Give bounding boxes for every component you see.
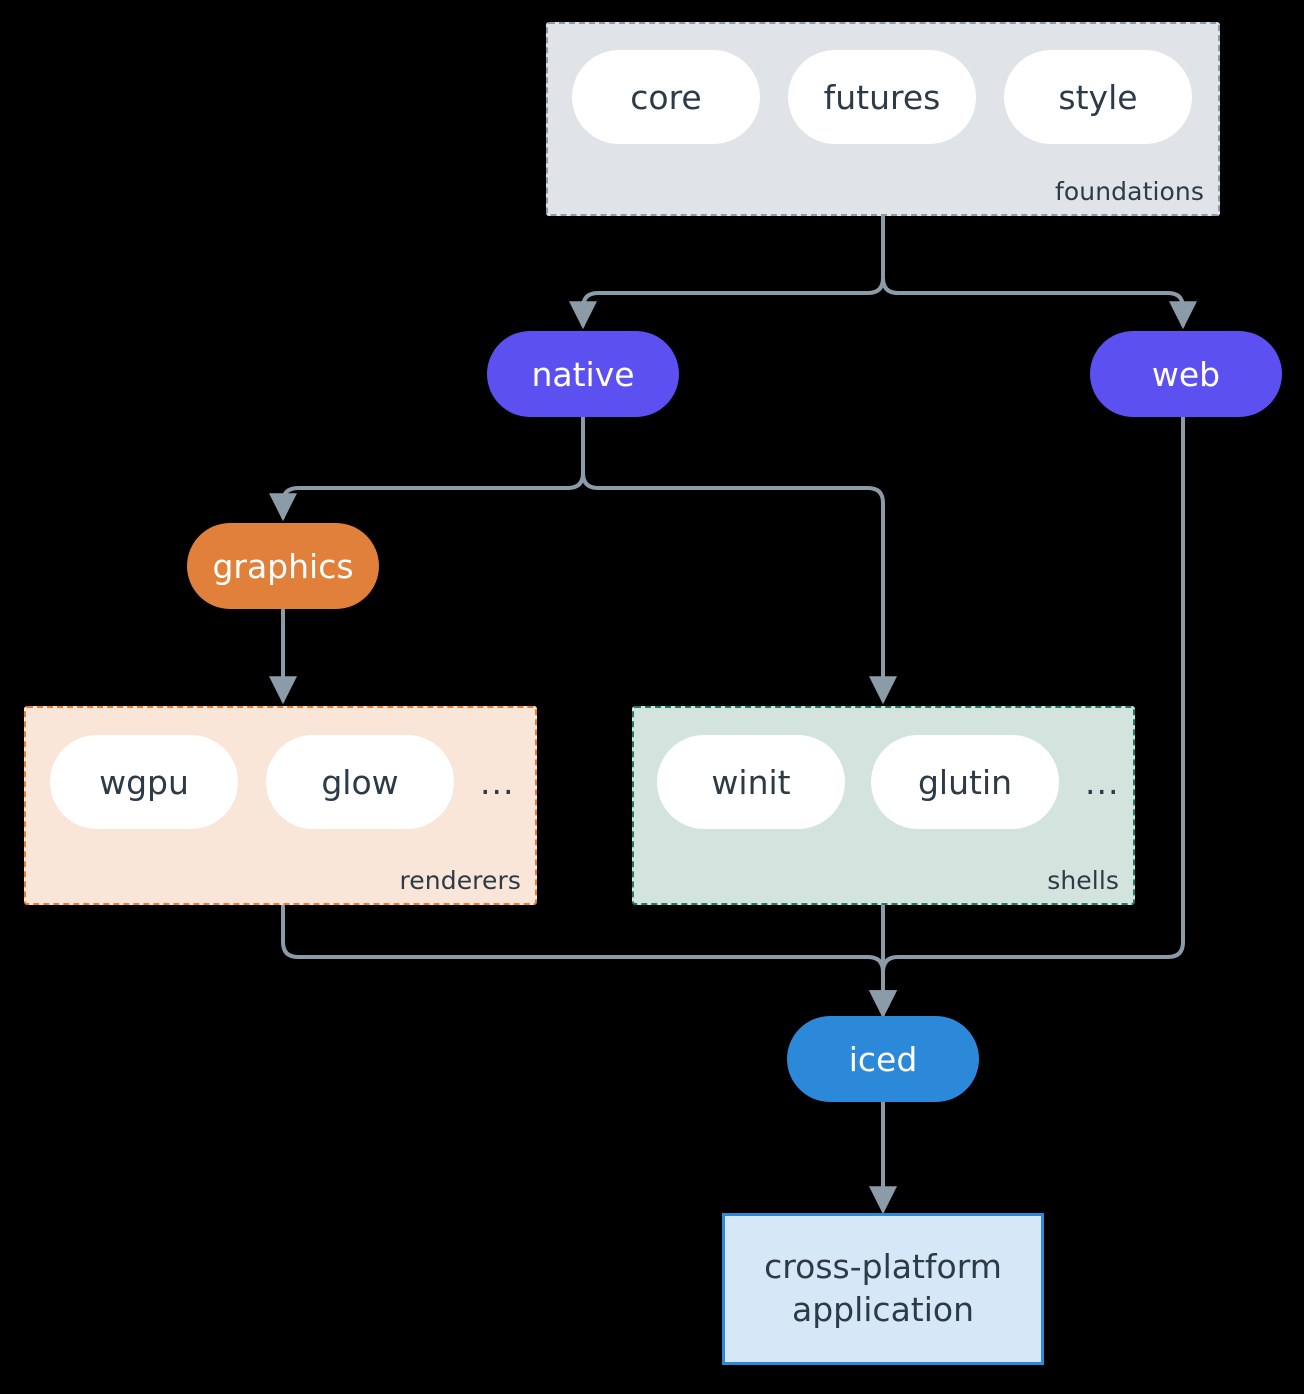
edge-foundations-native [569,276,885,330]
node-wgpu-label: wgpu [99,762,189,802]
node-core-label: core [630,77,702,117]
edge-native-shells [581,471,897,705]
node-web[interactable]: web [1090,331,1282,417]
node-glutin-label: glutin [917,762,1013,802]
node-glow[interactable]: glow [266,735,454,829]
node-winit[interactable]: winit [657,735,845,829]
node-glow-label: glow [321,762,399,802]
node-iced[interactable]: iced [787,1016,979,1102]
node-iced-label: iced [848,1039,918,1079]
node-futures-label: futures [823,77,941,117]
node-winit-label: winit [711,762,791,802]
cluster-renderers-label: renderers [399,866,521,895]
shells-overflow-ellipsis: ... [1085,763,1120,802]
node-style[interactable]: style [1004,50,1192,144]
cluster-shells-label: shells [1047,866,1119,895]
node-application[interactable]: cross-platform application [722,1213,1044,1365]
node-glutin[interactable]: glutin [871,735,1059,829]
edge-native-graphics [269,471,585,522]
node-native-label: native [531,354,635,394]
node-application-label-line1: cross-platform [764,1247,1002,1287]
renderers-overflow-ellipsis: ... [480,763,515,802]
edge-foundations-web [881,276,1197,330]
node-application-label-line2: application [791,1290,975,1329]
node-graphics-label: graphics [212,546,354,586]
cluster-foundations-label: foundations [1055,177,1204,206]
node-wgpu[interactable]: wgpu [50,735,238,829]
node-web-label: web [1151,354,1221,394]
node-style-label: style [1058,77,1138,117]
node-core[interactable]: core [572,50,760,144]
edge-renderers-iced [281,903,897,1019]
node-graphics[interactable]: graphics [187,523,379,609]
node-native[interactable]: native [487,331,679,417]
node-futures[interactable]: futures [788,50,976,144]
